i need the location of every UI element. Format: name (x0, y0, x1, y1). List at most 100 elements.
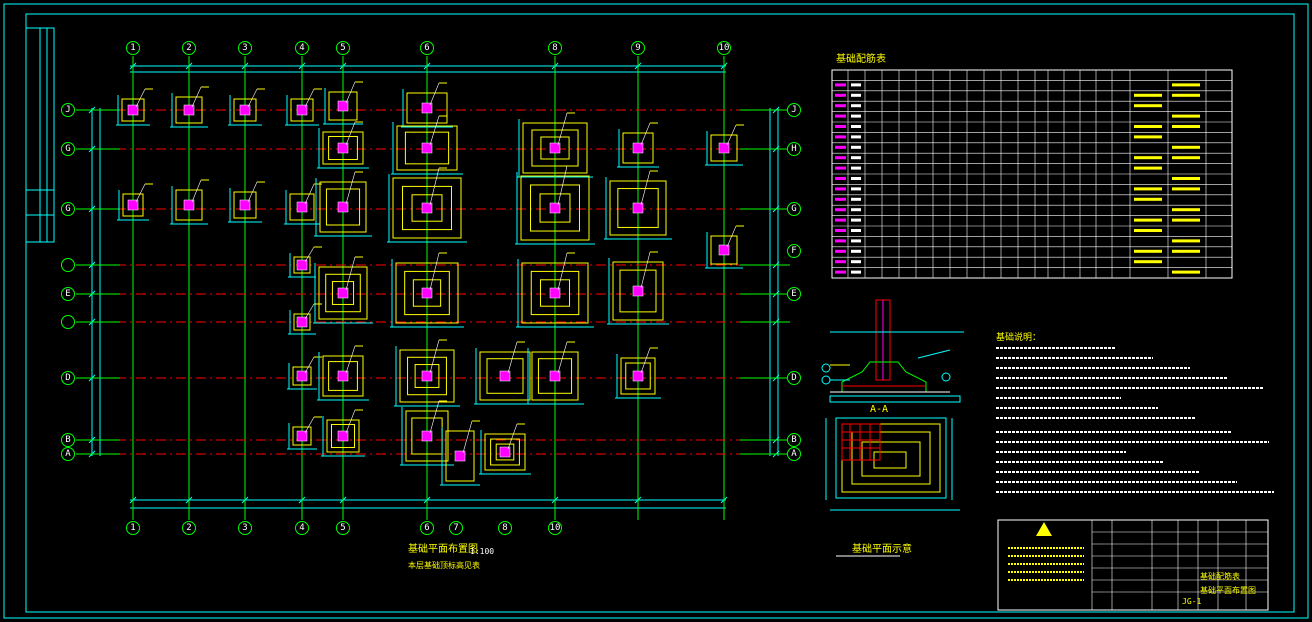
footing-group (116, 81, 744, 486)
title-block-drawing-subtitle: 基础配筋表 (1200, 572, 1240, 581)
footing-outline (233, 191, 257, 219)
schedule-cell-mark (1172, 145, 1200, 149)
axis-bubble-left-label: J (65, 105, 71, 115)
axis-bubble-right-label: G (791, 204, 797, 214)
axis-bubble-left (61, 142, 75, 156)
column (296, 370, 308, 382)
schedule-cell-mark (835, 187, 846, 191)
axis-bubble-top-label: 4 (299, 43, 305, 53)
footing-outline (445, 430, 475, 482)
footing-outline (537, 358, 573, 394)
title-block (997, 519, 1269, 611)
footing-outline (292, 426, 312, 446)
plan-note: 本层基础顶标高见表 (408, 561, 480, 570)
footing-leader (345, 121, 356, 146)
footing-outline (522, 122, 588, 174)
notes-title: 基础说明： (996, 333, 1042, 343)
axis-bubble-left (61, 202, 75, 216)
axis-bubble-right-label: H (791, 144, 797, 154)
axis-bubble-bottom (182, 521, 196, 535)
footing-outline (330, 423, 356, 449)
section-title: A-A (870, 404, 889, 415)
footing-leader (135, 88, 146, 108)
column (632, 142, 644, 154)
axis-bubble-bottom-label: 4 (299, 523, 305, 533)
schedule-cell-mark (1172, 270, 1200, 274)
schedule-cell-mark (851, 249, 861, 253)
schedule-cell-mark (1172, 239, 1200, 243)
footing-outline (484, 433, 526, 471)
footing-outline (292, 366, 312, 386)
column (296, 201, 308, 213)
schedule-cell-mark (1172, 218, 1200, 222)
axis-bubble-right (787, 433, 801, 447)
schedule-cell-mark (1134, 125, 1162, 128)
column (239, 199, 251, 211)
footing-outline (121, 98, 145, 122)
schedule-cell-mark (851, 104, 861, 108)
footing-leader (507, 341, 518, 374)
column (127, 104, 139, 116)
footing-outline (325, 188, 361, 226)
schedule-cell-mark (1134, 260, 1162, 264)
footing-outline (412, 279, 442, 307)
footing-leader (557, 341, 568, 374)
schedule-cell-mark (851, 260, 861, 264)
footing-outline (328, 135, 358, 161)
schedule-cell-mark (835, 125, 846, 128)
schedule-cell-mark (1172, 93, 1200, 97)
axis-bubble-right (787, 202, 801, 216)
footing-leader (345, 171, 356, 205)
axis-bubble-bottom-label: 8 (502, 523, 508, 533)
column (239, 104, 251, 116)
footing-outline (414, 364, 440, 388)
footing-leader (345, 256, 356, 291)
footing-outline (710, 235, 738, 265)
column (549, 142, 561, 154)
axis-bubble-right-label: B (791, 435, 797, 445)
footing-leader (304, 416, 315, 434)
schedule-cell-mark (835, 260, 846, 264)
footing-outline (404, 131, 450, 165)
drawing-inner-frame (25, 13, 1295, 613)
axis-bubble-right-label: A (791, 449, 797, 459)
axis-bubble-left-label: A (65, 449, 71, 459)
column (718, 142, 730, 154)
schedule-cell-mark (835, 208, 846, 212)
schedule-cell-mark (851, 208, 861, 212)
schedule-cell-mark (835, 145, 846, 149)
footing-leader (640, 170, 651, 206)
footing-outline (319, 181, 367, 233)
axis-bubble-top (182, 41, 196, 55)
axis-bubble-top-label: 8 (552, 43, 558, 53)
footing-leader (557, 112, 568, 146)
column (296, 430, 308, 442)
axis-bubble-top (631, 41, 645, 55)
axis-bubble-left (61, 371, 75, 385)
footing-outline (406, 92, 448, 124)
schedule-cell-mark (851, 83, 861, 87)
footing-leader (304, 303, 315, 320)
footing-leader (429, 115, 440, 146)
axis-bubble-top (420, 41, 434, 55)
footing-outline (531, 351, 579, 401)
schedule-cell-mark (835, 177, 846, 180)
footing-leader (304, 246, 315, 263)
schedule-cell-mark (1134, 187, 1162, 191)
schedule-cell-mark (1134, 218, 1162, 222)
axis-bubble-bottom (548, 521, 562, 535)
schedule-cell-mark (851, 125, 861, 128)
footing-leader (247, 181, 258, 203)
footing-leader (429, 82, 440, 106)
schedule-cell-mark (1134, 229, 1162, 232)
footing-leader (640, 347, 651, 374)
schedule-title: 基础配筋表 (836, 54, 886, 65)
footing-outline (402, 185, 452, 231)
footing-outline (175, 189, 203, 221)
column (499, 370, 511, 382)
schedule-cell-mark (1172, 156, 1200, 160)
column (549, 287, 561, 299)
axis-bubble-top (336, 41, 350, 55)
footing-outline (289, 193, 315, 221)
footing-outline (625, 362, 651, 390)
